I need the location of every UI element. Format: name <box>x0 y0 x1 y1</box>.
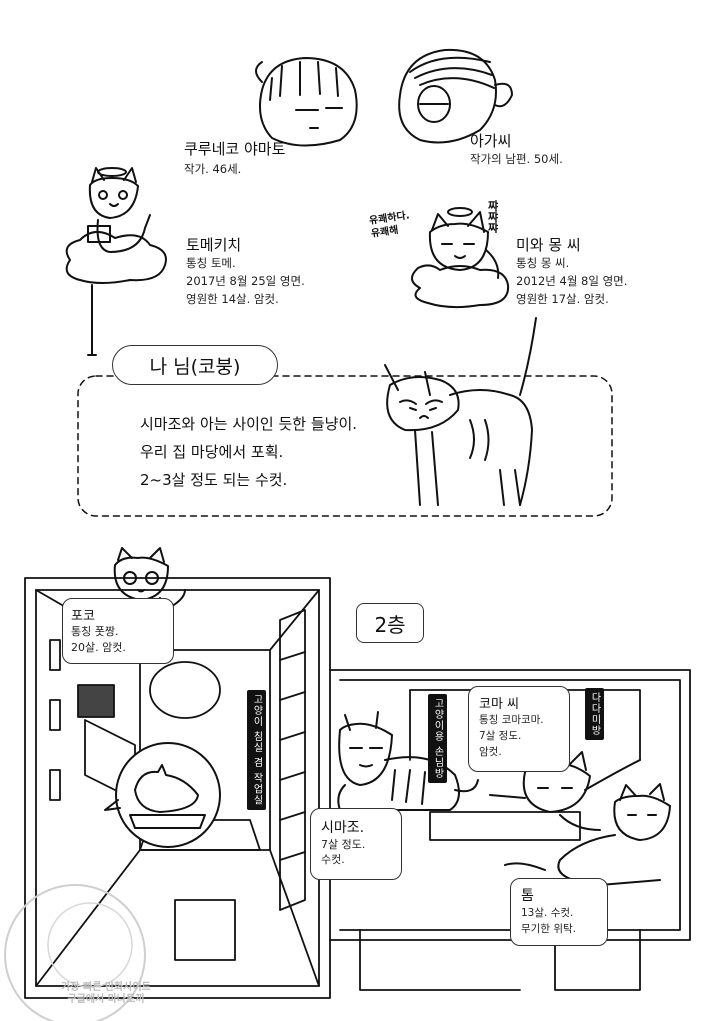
shimazo-desc-2: 수컷. <box>321 853 345 866</box>
shimazo-bubble: 시마조. 7살 정도. 수컷. <box>310 808 402 880</box>
nanim-desc: 시마조와 아는 사이인 듯한 들냥이. 우리 집 마당에서 포획. 2~3살 정… <box>140 410 357 494</box>
koma-desc-3: 암컷. <box>479 746 502 758</box>
agassi-head-drawing <box>398 48 513 144</box>
sfx-right: 쨔쨔쨔 <box>486 200 499 233</box>
poko-desc-2: 20살. 암컷. <box>71 641 126 654</box>
nanim-cat-drawing <box>384 317 537 506</box>
miwamong-name: 미와 몽 씨 <box>516 236 581 254</box>
koma-desc-2: 7살 정도. <box>479 730 522 742</box>
yamato-head-drawing <box>255 57 358 147</box>
miwamong-desc-1: 통칭 몽 씨. <box>516 256 570 270</box>
watermark: 가장 빠른 만화사이트 구글에서 마나토끼 <box>44 982 168 1006</box>
miwamong-desc-3: 영원한 17살. 암컷. <box>516 292 609 306</box>
shimazo-name: 시마조. <box>321 820 365 836</box>
tomekichi-desc-1: 통칭 토메. <box>186 256 236 270</box>
agassi-desc: 작가의 남편. 50세. <box>470 152 563 166</box>
room-label-tatami: 다다미방 <box>585 688 604 740</box>
tomekichi-drawing <box>65 167 167 356</box>
tom-desc-1: 13살. 수컷. <box>521 907 574 919</box>
koma-bubble: 코마 씨 통칭 코마코마. 7살 정도. 암컷. <box>468 686 570 772</box>
nanim-title: 나 님(코붕) <box>112 345 278 385</box>
watermark-line1: 가장 빠른 만화사이트 <box>61 982 151 993</box>
shimazo-drawing <box>337 711 479 811</box>
tom-bubble: 톰 13살. 수컷. 무기한 위탁. <box>510 878 608 946</box>
poko-desc-1: 통칭 폿짱. <box>71 625 119 638</box>
koma-desc-1: 통칭 코마코마. <box>479 714 544 726</box>
room-label-guest-room: 고양이용 손님방 <box>428 694 447 784</box>
tomekichi-desc-3: 영원한 14살. 암컷. <box>186 292 279 306</box>
floor-label: 2층 <box>356 603 424 643</box>
koma-name: 코마 씨 <box>479 697 520 712</box>
shimazo-desc-1: 7살 정도. <box>321 838 366 851</box>
yamato-desc: 작가. 46세. <box>184 162 242 176</box>
room-label-bedroom-studio: 고양이 침실 겸 작업실 <box>247 690 266 810</box>
tom-desc-2: 무기한 위탁. <box>521 923 576 935</box>
poko-name: 포코 <box>71 609 95 624</box>
agassi-name: 아가씨 <box>470 132 512 150</box>
miwamong-drawing <box>411 207 510 309</box>
tomekichi-name: 토메키치 <box>186 236 242 254</box>
nanim-desc-2: 우리 집 마당에서 포획. <box>140 443 284 461</box>
nanim-desc-1: 시마조와 아는 사이인 듯한 들냥이. <box>140 415 358 433</box>
yamato-name: 쿠루네코 야마토 <box>184 140 286 158</box>
nanim-desc-3: 2~3살 정도 되는 수컷. <box>140 471 288 489</box>
tom-drawing <box>504 783 671 886</box>
watermark-line2: 구글에서 마나토끼 <box>67 994 145 1005</box>
poko-bubble: 포코 통칭 폿짱. 20살. 암컷. <box>62 598 174 664</box>
miwamong-desc-2: 2012년 4월 8일 영면. <box>516 274 628 288</box>
tomekichi-desc-2: 2017년 8월 25일 영면. <box>186 274 305 288</box>
tom-name: 톰 <box>521 888 534 904</box>
